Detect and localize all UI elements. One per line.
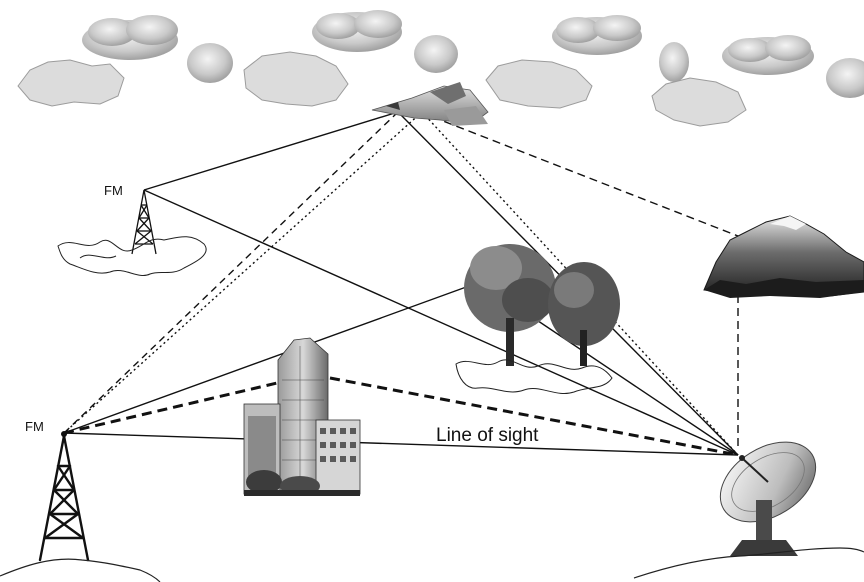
ground-outline	[455, 359, 613, 394]
ground-outline	[633, 547, 864, 579]
fm-tower-bottom: FM	[0, 419, 161, 582]
cloud-icon	[485, 59, 593, 109]
city-buildings-icon	[243, 337, 361, 496]
line-of-sight-label: Line of sight	[436, 425, 539, 446]
cloud-icon	[552, 15, 642, 55]
fm-top-to-dish-path	[143, 189, 739, 456]
cloud-icon	[414, 35, 458, 73]
cloud-icon	[187, 43, 233, 83]
building-to-dish-dashed-path	[329, 376, 739, 457]
fm-top-label: FM	[104, 183, 123, 198]
fm-bottom-to-tree-path	[63, 281, 481, 434]
cloud-icon	[82, 15, 178, 60]
clouds	[17, 10, 864, 127]
aircraft-to-fm-bottom-dotted-path	[63, 111, 423, 434]
aircraft-icon	[371, 82, 489, 126]
cloud-icon	[17, 59, 125, 107]
line-of-sight-path	[63, 432, 739, 456]
aircraft-to-fm-bottom-dashed-path	[63, 111, 399, 434]
aircraft-to-mountain-dashed-path	[419, 111, 739, 237]
fm-tower-top: FM	[57, 183, 207, 276]
cloud-icon	[651, 77, 747, 127]
trees-icon	[455, 244, 620, 394]
propagation-paths	[63, 111, 739, 457]
cloud-icon	[312, 10, 402, 52]
cloud-icon	[722, 35, 814, 75]
mountain-icon	[703, 215, 864, 298]
radio-tower-icon	[131, 189, 157, 255]
cloud-icon	[826, 58, 864, 98]
cloud-icon	[243, 51, 349, 107]
cloud-icon	[659, 42, 689, 82]
satellite-dish-icon	[633, 441, 864, 579]
fm-bottom-label: FM	[25, 419, 44, 434]
ground-outline	[57, 236, 207, 276]
radio-tower-icon	[38, 434, 90, 562]
ground-outline	[0, 558, 161, 582]
aircraft-to-fm-top-path	[143, 111, 399, 191]
fm-bottom-to-building-dashed-path	[63, 378, 291, 435]
